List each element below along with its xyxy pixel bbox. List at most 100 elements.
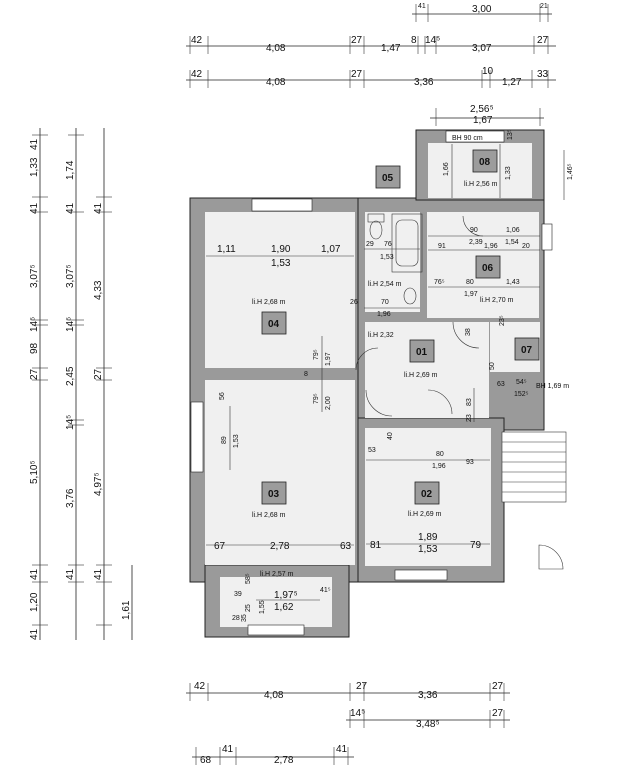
room-06-dim-e: 91: [438, 243, 446, 250]
room-01-dim-e: 54⁵: [516, 379, 527, 386]
dim-top-r3-g: 33: [537, 69, 549, 80]
room-08-dim-b: 13⁵: [507, 129, 514, 140]
dim-top-r3-b: 4,08: [266, 77, 286, 88]
room-02-dim-e: 93: [466, 459, 474, 466]
room-03-height: li.H 2,68 m: [252, 512, 286, 519]
dim-bottom-r3-b: 41: [222, 744, 234, 755]
room-02-dim-d: 1,96: [432, 463, 446, 470]
dim-bottom-r2-a: 14⁵: [350, 708, 365, 719]
room-08-dim-e: 1,46⁵: [567, 163, 574, 180]
bay-height: li.H 2,57 m: [260, 571, 294, 578]
dim-top-r2-a: 42: [191, 35, 203, 46]
bottom-dimension-lines: 42 4,08 27 3,36 27 14⁵ 3,48⁵ 27 68 41 2,…: [186, 681, 510, 766]
room-03-dim-e: 2,78: [270, 541, 290, 552]
room-07-id: 07: [521, 345, 533, 356]
room-08-height: li.H 2,56 m: [464, 181, 498, 188]
room-06-dim-l: 38: [465, 328, 472, 336]
dim-left-c1-d: 3,07⁵: [29, 264, 40, 288]
room-02-dim-f: 81: [370, 540, 382, 551]
room-05-dim-f: 1,96: [377, 311, 391, 318]
dim-bottom-r2-b: 3,48⁵: [416, 719, 440, 730]
room-02-dim-c: 80: [436, 451, 444, 458]
room-06-dim-a: 90: [470, 227, 478, 234]
room-tags: 05 08 06 04 01 07 03 02: [261, 149, 540, 505]
room-02-dim-h: 1,53: [418, 544, 438, 555]
dim-left-c1-e: 14⁵: [29, 317, 40, 332]
room-06-dim-m: 23⁵: [499, 315, 506, 326]
room-05-dim-d: 26: [350, 299, 358, 306]
room-02-dim-a: 53: [368, 447, 376, 454]
dim-left-c2-e: 2,45: [65, 366, 76, 386]
room-01-height: li.H 2,69 m: [404, 372, 438, 379]
stairs: [501, 431, 567, 503]
dim-left-c1-c: 41: [29, 202, 40, 214]
room-01-id: 01: [416, 347, 428, 358]
room-04-dim-i: 79⁵: [313, 393, 320, 404]
room-04-dim-g: 8: [304, 371, 308, 378]
room-05-dim-g: li.H 2,32: [368, 332, 394, 339]
bay-dim-h: 28: [232, 615, 240, 622]
windows: [190, 130, 553, 636]
room-03-dim-b: 89: [221, 436, 228, 444]
room-08-id: 08: [479, 157, 491, 168]
dim-left-c3-c: 27: [93, 368, 104, 380]
dim-bottom-r2-c: 27: [492, 708, 504, 719]
bay-dim-a: 58⁵: [245, 573, 252, 584]
room-01-dim-a: 23: [466, 414, 473, 422]
room-03-id: 03: [268, 489, 280, 500]
dim-bottom-r1-e: 27: [492, 681, 504, 692]
room-06-dim-d: 1,54: [505, 239, 519, 246]
dim-top-r3-e: 10: [482, 66, 494, 77]
dim-top-r2-c: 27: [351, 35, 363, 46]
dim-left-c3-a: 41: [93, 202, 104, 214]
room-01-dim-f: 152⁵: [514, 391, 529, 398]
room-05-dim-a: 29: [366, 241, 374, 248]
dim-left-c3-d: 4,97⁵: [93, 472, 104, 496]
dim-top-r1-b: 3,00: [472, 4, 492, 15]
interior-dimensions: 1,11 1,90 1,53 1,07 79⁵ 1,97 8 2,00 79⁵ …: [206, 129, 574, 622]
dim-left-c2-b: 41: [65, 202, 76, 214]
dim-left-c1-h: 5,10⁵: [29, 460, 40, 484]
room-06-dim-i: 80: [466, 279, 474, 286]
room-05-id: 05: [382, 173, 394, 184]
room-08-dim-c: 1,66: [443, 162, 450, 176]
room-04-dim-f: 1,97: [325, 352, 332, 366]
dim-left-c2-d: 14⁵: [65, 317, 76, 332]
room-04-dim-c: 1,53: [271, 258, 291, 269]
room-04-dim-h: 2,00: [325, 396, 332, 410]
room-02-dim-g: 1,89: [418, 532, 438, 543]
room-04-height: li.H 2,68 m: [252, 299, 286, 306]
dim-bottom-r3-d: 41: [336, 744, 348, 755]
dim-left-c1-i: 41: [29, 568, 40, 580]
dim-left-c3-b: 4,33: [93, 280, 104, 300]
dim-left-c2-f: 14⁵: [65, 415, 76, 430]
bay-dim-f: 1,97⁵: [274, 590, 298, 601]
dim-top-r2-f: 14⁵: [425, 35, 440, 46]
dim-left-c2-c: 3,07⁵: [65, 264, 76, 288]
room-03-dim-c: 1,53: [233, 434, 240, 448]
room-02-height: li.H 2,69 m: [408, 511, 442, 518]
room-03-dim-f: 63: [340, 541, 352, 552]
room-01-dim-c: 50: [489, 362, 496, 370]
room-06-dim-j: 1,43: [506, 279, 520, 286]
dim-left-c1-b: 1,33: [29, 157, 40, 177]
dim-top-r2-e: 8: [411, 35, 417, 46]
room-06-dim-h: 76⁵: [434, 279, 445, 286]
bay-dim-g: 1,62: [274, 602, 294, 613]
room-heights: li.H 2,68 m li.H 2,54 m li.H 2,56 m li.H…: [252, 181, 514, 578]
room-03-dim-a: 56: [219, 392, 226, 400]
dim-left-c2-g: 3,76: [65, 488, 76, 508]
dim-top-r2-b: 4,08: [266, 43, 286, 54]
room-06-dim-c: 2,39: [469, 239, 483, 246]
dim-bottom-r3-c: 2,78: [274, 755, 294, 766]
room-06-dim-b: 1,06: [506, 227, 520, 234]
dim-top-r2-d: 1,47: [381, 43, 401, 54]
bay-dim-c: 25: [245, 604, 252, 612]
dim-top-r2-g: 3,07: [472, 43, 492, 54]
room-08-dim-d: 1,33: [505, 166, 512, 180]
room-06-dim-f: 1,96: [484, 243, 498, 250]
dim-left-c1-j: 1,20: [29, 592, 40, 612]
room-06-id: 06: [482, 263, 494, 274]
dim-bottom-r3-a: 68: [200, 755, 212, 766]
